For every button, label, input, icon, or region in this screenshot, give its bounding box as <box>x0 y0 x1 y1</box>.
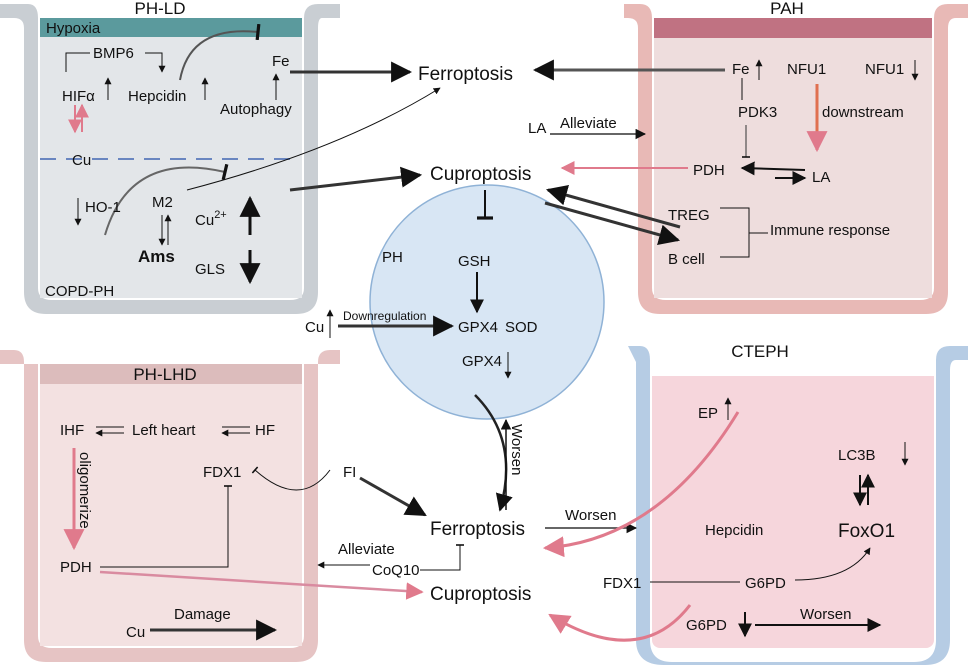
nfu1-label: NFU1 <box>787 61 826 78</box>
cu-label: Cu <box>72 152 91 169</box>
gsh-label: GSH <box>458 253 491 270</box>
ep-to-ferroptosis-arrow <box>542 411 740 558</box>
copd-ph-label: COPD-PH <box>45 283 114 300</box>
ph-lhd-band <box>40 364 302 384</box>
ihf-label: IHF <box>60 422 84 439</box>
damage-label: Damage <box>174 606 231 623</box>
cteph-fill <box>652 360 934 648</box>
cteph-title: CTEPH <box>731 342 789 361</box>
pah-fill <box>654 18 932 298</box>
autophagy-label: Autophagy <box>220 101 292 118</box>
g6pd-down-label: G6PD <box>686 617 727 634</box>
gls-label: GLS <box>195 261 225 278</box>
pah-panel: PAH Fe NFU1 NFU1 PDK3 downstream PDH LA … <box>624 0 968 314</box>
cu-center-label: Cu <box>305 319 324 336</box>
ho1-inhibition-curve <box>104 163 229 236</box>
hifa-label: HIFα <box>62 88 95 105</box>
cuproptosis-to-bcell-arrow <box>544 201 681 246</box>
fi-inhibits-fdx1 <box>251 466 331 491</box>
hypoxia-label: Hypoxia <box>46 20 101 37</box>
immune-response-label: Immune response <box>770 222 890 239</box>
m2-label: M2 <box>152 194 173 211</box>
gpx4-label: GPX4 <box>458 319 498 336</box>
cteph-worsen-label: Worsen <box>800 606 851 623</box>
ph-label: PH <box>382 249 403 266</box>
ferroptosis-bottom: Ferroptosis <box>430 519 525 540</box>
cuproptosis-bottom: Cuproptosis <box>430 584 531 605</box>
fe-label: Fe <box>272 53 290 70</box>
oligomerize-label: oligomerize <box>76 452 93 529</box>
treg-to-cuproptosis-arrow <box>545 184 681 229</box>
left-heart-label: Left heart <box>132 422 196 439</box>
ph-lhd-title: PH-LHD <box>133 365 196 384</box>
ph-ld-title: PH-LD <box>134 0 185 18</box>
cteph-hepcidin-label: Hepcidin <box>705 522 763 539</box>
g6pd-label: G6PD <box>745 575 786 592</box>
g6pd-to-cuproptosis-arrow <box>548 604 692 642</box>
fi-to-ferroptosis-arrow <box>359 476 427 517</box>
ho1-label: HO-1 <box>85 199 121 216</box>
ph-circle <box>369 184 605 420</box>
cuproptosis-top: Cuproptosis <box>430 164 531 185</box>
ph-lhd-wall <box>0 350 340 662</box>
worsen-vertical-label: Worsen <box>508 424 525 475</box>
fi-label: FI <box>343 464 356 481</box>
phld-to-cuproptosis-arrow <box>289 166 423 192</box>
pdh-inhibits-fdx1 <box>100 485 232 568</box>
foxo1-label: FoxO1 <box>838 521 895 542</box>
ihf-left-heart-arrows <box>96 427 124 433</box>
ep-label: EP <box>698 405 718 422</box>
lhd-pdh-label: PDH <box>60 559 92 576</box>
la-center-label: LA <box>528 120 546 137</box>
ph-ld-wall <box>0 4 340 314</box>
fdx1-label: FDX1 <box>203 464 241 481</box>
m2-to-ferroptosis-arrow <box>186 87 441 191</box>
cu2-label: Cu2+ <box>195 209 227 229</box>
cteph-band <box>652 360 934 376</box>
bmp6-label: BMP6 <box>93 45 134 62</box>
coq10-inhibits-ferroptosis <box>420 544 464 571</box>
g6pd-to-foxo1-arrow <box>794 547 871 581</box>
pah-band <box>654 18 932 38</box>
cteph-fdx1-label: FDX1 <box>603 575 641 592</box>
lhd-cu-label: Cu <box>126 624 145 641</box>
pah-title: PAH <box>770 0 804 18</box>
bcell-label: B cell <box>668 251 705 268</box>
coq10-label: CoQ10 <box>372 562 420 579</box>
left-heart-hf-arrows <box>222 427 250 433</box>
pah-la-label: LA <box>812 169 830 186</box>
hepcidin-inhibits-fe <box>179 23 261 81</box>
pah-fe-label: Fe <box>732 61 750 78</box>
worsen-right-label: Worsen <box>565 507 616 524</box>
bmp6-arrows <box>65 52 162 72</box>
alleviate-bottom-label: Alleviate <box>338 541 395 558</box>
pdk3-label: PDK3 <box>738 104 777 121</box>
hepcidin-label: Hepcidin <box>128 88 186 105</box>
sod-label: SOD <box>505 319 538 336</box>
ph-lhd-panel: PH-LHD IHF Left heart HF oligomerize FDX… <box>0 350 340 662</box>
lc3b-label: LC3B <box>838 447 876 464</box>
ph-lhd-fill <box>40 364 302 646</box>
ams-label: Ams <box>138 247 175 266</box>
downstream-label: downstream <box>822 104 904 121</box>
pah-pdh-label: PDH <box>693 162 725 179</box>
ph-ld-panel: PH-LD Hypoxia BMP6 HIFα Hepcidin Fe Auto… <box>0 0 340 314</box>
gpx4-down-label: GPX4 <box>462 353 502 370</box>
ferroptosis-top: Ferroptosis <box>418 64 513 85</box>
alleviate-top-label: Alleviate <box>560 115 617 132</box>
downregulation-label: Downregulation <box>343 309 426 323</box>
treg-label: TREG <box>668 207 710 224</box>
la-to-pdh-arrow <box>740 161 806 176</box>
immune-bracket <box>720 207 768 258</box>
cteph-panel: CTEPH EP LC3B Hepcidin FoxO1 G6PD G6PD W… <box>628 342 968 665</box>
nfu1-down-label: NFU1 <box>865 61 904 78</box>
gpx4-to-ferroptosis-arrow <box>474 394 513 512</box>
hf-label: HF <box>255 422 275 439</box>
pdh-to-cuproptosis-bottom-arrow <box>99 570 424 600</box>
